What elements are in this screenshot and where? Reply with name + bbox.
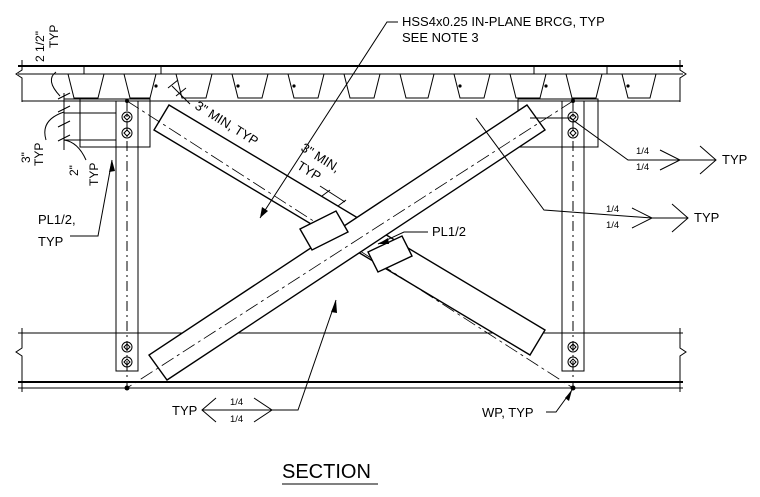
weld-bottom-bottom: 1/4 <box>230 414 243 425</box>
bolt-icon <box>567 341 579 353</box>
plate-left-line1: PL1/2, <box>38 212 76 227</box>
section-title-group: SECTION <box>282 461 378 485</box>
plate-center-label: PL1/2 <box>432 224 466 239</box>
bolt-icon <box>121 356 133 368</box>
dim-top-typ: TYP <box>47 25 61 48</box>
bolt-icon <box>121 111 133 123</box>
weld-middle-top: 1/4 <box>606 204 619 215</box>
left-connection <box>79 98 151 388</box>
plate-left-callout: PL1/2, TYP <box>38 159 115 249</box>
dim-mid-typ: TYP <box>32 143 46 166</box>
dim-top: 2 1/2" <box>33 31 47 62</box>
hss-callout-line1: HSS4x0.25 IN-PLANE BRCG, TYP <box>402 14 605 29</box>
center-plate <box>367 235 413 273</box>
weld-middle-label: TYP <box>694 210 719 225</box>
hss-callout: HSS4x0.25 IN-PLANE BRCG, TYP SEE NOTE 3 <box>259 14 605 219</box>
weld-bottom-top: 1/4 <box>230 397 243 408</box>
x-bracing <box>124 99 576 391</box>
weld-upper-top: 1/4 <box>636 146 649 157</box>
bolt-icon <box>567 127 579 139</box>
wp-callout: WP, TYP <box>482 389 573 420</box>
brace-member <box>148 104 546 381</box>
plate-center-callout: PL1/2 <box>377 224 466 245</box>
weld-middle-bottom: 1/4 <box>606 220 619 231</box>
dim-low: 2" <box>67 165 81 176</box>
weld-symbol-middle: 1/4 1/4 TYP <box>475 117 719 233</box>
dim-low-typ: TYP <box>87 163 101 186</box>
plate-left-line2: TYP <box>38 234 63 249</box>
weld-upper-label: TYP <box>722 152 747 167</box>
weld-bottom-label: TYP <box>172 403 197 418</box>
top-beam-deck <box>15 60 687 102</box>
hss-callout-line2: SEE NOTE 3 <box>402 30 479 45</box>
weld-symbol-upper: 1/4 1/4 TYP <box>530 117 747 175</box>
left-dimensions: 2 1/2" TYP 3" TYP 2" TYP <box>19 25 116 186</box>
weld-upper-bottom: 1/4 <box>636 162 649 173</box>
bolt-icon <box>567 356 579 368</box>
center-plate <box>299 210 349 251</box>
bolt-icon <box>121 341 133 353</box>
bolt-icon <box>121 127 133 139</box>
wp-label: WP, TYP <box>482 405 534 420</box>
weld-symbol-bottom: 1/4 1/4 TYP <box>172 299 337 425</box>
section-title: SECTION <box>282 461 371 483</box>
dim-mid: 3" <box>19 152 33 163</box>
